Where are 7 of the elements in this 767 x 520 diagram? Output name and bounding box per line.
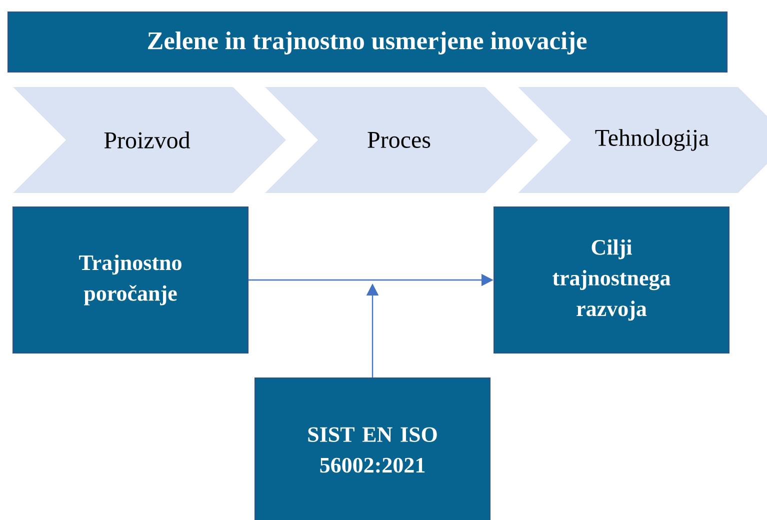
process-box: Trajnostno poročanje — [12, 206, 249, 354]
process-box: SIST EN ISO 56002:2021 — [254, 377, 491, 520]
step-band: Tehnologija — [518, 87, 767, 193]
title-band: Zelene in trajnostno usmerjene inovacije — [7, 11, 728, 73]
step-band: Proces — [265, 87, 538, 193]
step-band: Proizvod — [13, 87, 286, 193]
process-box: Cilji trajnostnega razvoja — [494, 206, 730, 354]
